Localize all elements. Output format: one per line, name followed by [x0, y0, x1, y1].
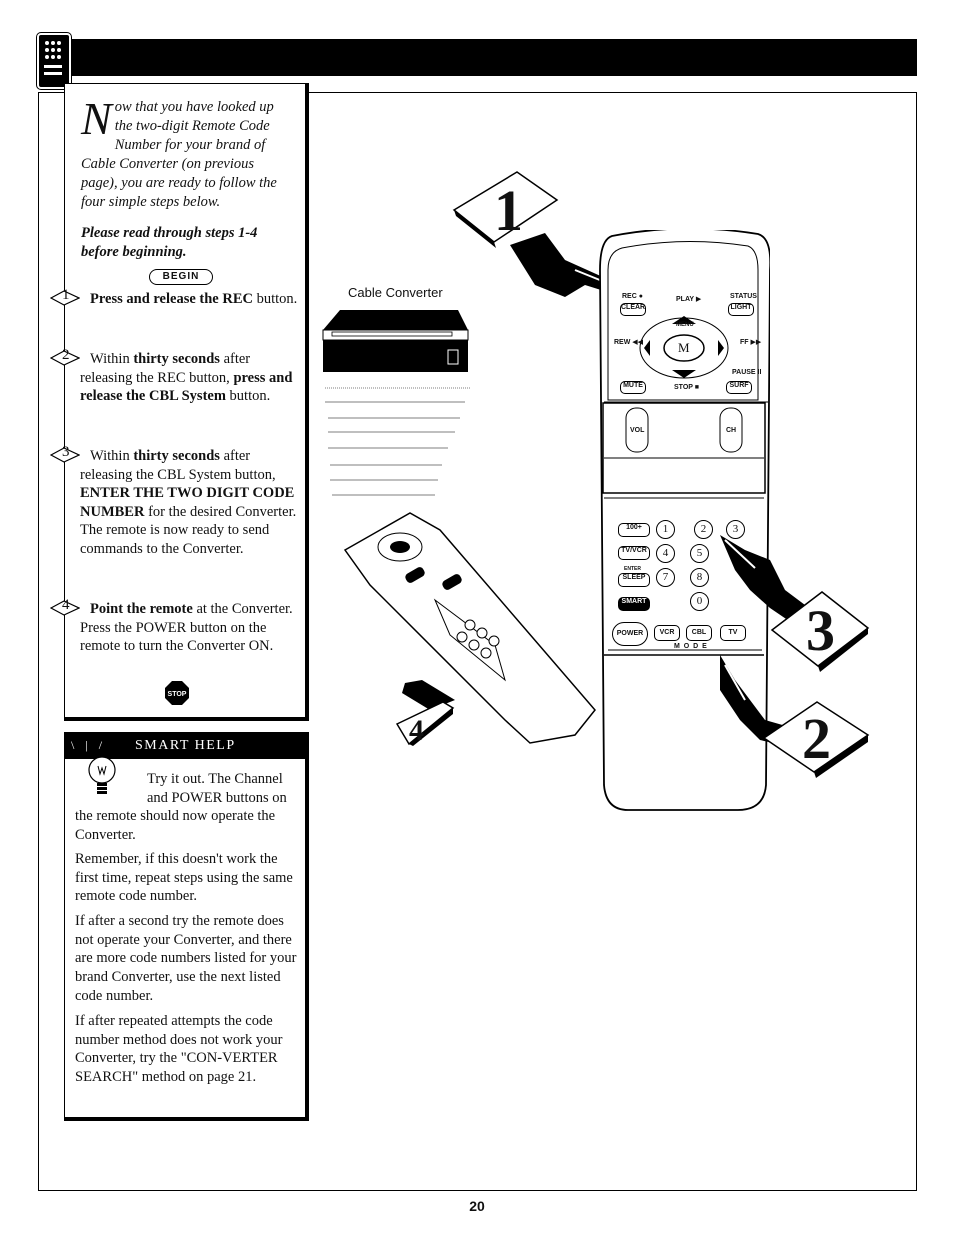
tv-vcr-button[interactable]: TV/VCR — [618, 546, 650, 560]
rew-label[interactable]: REW ◀◀ — [614, 339, 644, 346]
clear-button[interactable]: CLEAR — [620, 303, 646, 316]
smart-help-box: \ | / SMART HELP Try it out. The Channel… — [64, 732, 309, 1121]
power-button[interactable]: POWER — [612, 622, 648, 646]
stop-sign-icon: STOP — [165, 681, 189, 705]
begin-badge: BEGIN — [149, 269, 213, 285]
rec-label[interactable]: REC ● — [622, 293, 643, 300]
main-remote: REC ● PLAY ▶ STATUS CLEAR LIGHT MENU M R… — [598, 230, 770, 812]
sleep-button[interactable]: SLEEP — [618, 573, 650, 587]
mode-label: M O D E — [674, 643, 708, 650]
remote-icon — [37, 33, 71, 89]
svg-text:STOP: STOP — [168, 691, 187, 698]
digit-8-button[interactable]: 8 — [690, 568, 709, 587]
dropcap: N — [81, 93, 112, 144]
digit-4-button[interactable]: 4 — [656, 544, 675, 563]
hand-pointer-digits — [720, 535, 805, 625]
digit-1-button[interactable]: 1 — [656, 520, 675, 539]
menu-label[interactable]: MENU — [676, 322, 694, 328]
vcr-mode-button[interactable]: VCR — [654, 625, 680, 641]
enter-label[interactable]: ENTER — [624, 566, 641, 572]
help-paragraph-3: If after a second try the remote does no… — [75, 913, 297, 1004]
play-label[interactable]: PLAY ▶ — [676, 296, 702, 303]
step-1-bold: Press and release the REC — [90, 291, 253, 307]
status-label[interactable]: STATUS — [730, 293, 757, 300]
page-number: 20 — [469, 1198, 485, 1214]
callout-2: 2 — [762, 700, 870, 780]
light-button[interactable]: LIGHT — [728, 303, 754, 316]
cable-converter-caption: Cable Converter — [348, 285, 443, 300]
ff-label[interactable]: FF ▶▶ — [740, 339, 762, 346]
m-button[interactable]: M — [678, 340, 690, 355]
intro-text: ow that you have looked up the two-digit… — [81, 99, 277, 210]
mute-button[interactable]: MUTE — [620, 381, 646, 394]
step-2-number: 2 — [50, 347, 84, 366]
step-4-number: 4 — [50, 597, 84, 616]
digit-2-button[interactable]: 2 — [694, 520, 713, 539]
surf-button[interactable]: SURF — [726, 381, 752, 394]
smart-help-title: SMART HELP — [135, 738, 236, 753]
tv-mode-button[interactable]: TV — [720, 625, 746, 641]
digit-5-button[interactable]: 5 — [690, 544, 709, 563]
hand-pointer-cbl — [720, 655, 800, 748]
digit-0-button[interactable]: 0 — [690, 592, 709, 611]
light-rays-icon: \ | / — [71, 738, 107, 752]
cable-converter-illustration — [322, 310, 470, 496]
stop-label[interactable]: STOP ■ — [674, 384, 699, 391]
step-3-number: 3 — [50, 444, 84, 463]
ch-label[interactable]: CH — [726, 427, 737, 434]
help-paragraph-1: Try it out. The Channel and POWER button… — [75, 771, 287, 844]
step-1-number: 1 — [50, 287, 84, 306]
vol-label[interactable]: VOL — [630, 427, 645, 434]
help-paragraph-2: Remember, if this doesn't work the first… — [75, 851, 293, 905]
callout-3: 3 — [770, 590, 870, 675]
pause-label[interactable]: PAUSE II — [732, 369, 762, 376]
header-bar — [38, 39, 917, 76]
cbl-mode-button[interactable]: CBL — [686, 625, 712, 641]
lightbulb-icon — [88, 756, 116, 794]
step-1-text: button. — [252, 291, 298, 307]
callout-4: 4 — [395, 700, 455, 748]
read-first-note: Please read through steps 1-4 before beg… — [81, 225, 258, 260]
digit-7-button[interactable]: 7 — [656, 568, 675, 587]
smart-help-header: \ | / SMART HELP — [65, 732, 305, 759]
page-frame — [38, 92, 917, 1191]
digit-3-button[interactable]: 3 — [726, 520, 745, 539]
100-plus-button[interactable]: 100+ — [618, 523, 650, 537]
help-paragraph-4: If after repeated attempts the code numb… — [75, 1013, 283, 1086]
callout-1: 1 — [452, 170, 562, 250]
angled-remote-illustration — [343, 512, 596, 744]
step-1: 1 Press and release the REC button. — [50, 287, 300, 309]
smart-button[interactable]: SMART — [618, 597, 650, 611]
